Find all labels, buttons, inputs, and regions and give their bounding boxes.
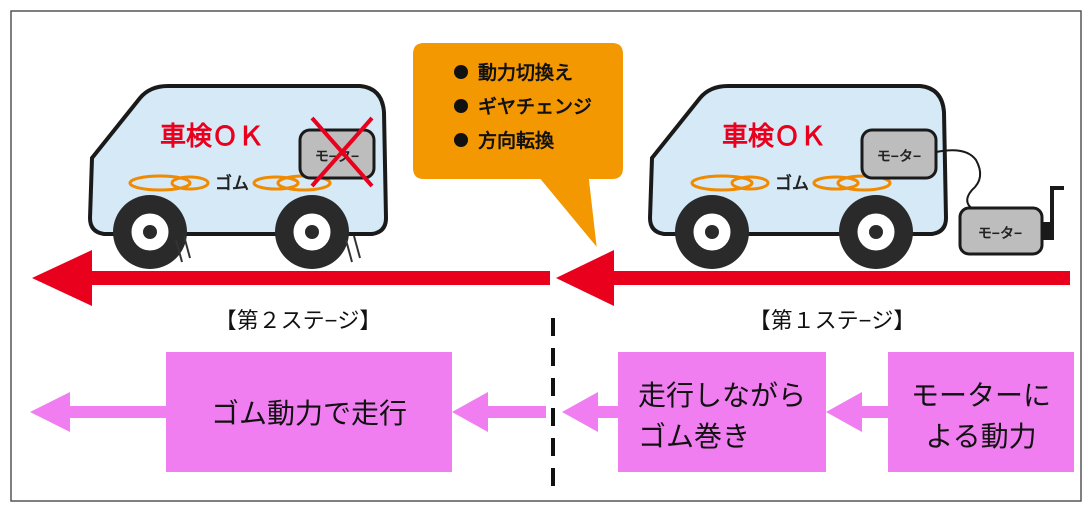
external-motor-label: モ−タ− (978, 225, 1022, 241)
right-car-inspection-label: 車検ＯＫ (722, 121, 826, 151)
right-car-motor-label: モ−タ− (877, 148, 921, 164)
flow-box-motor-power-line1: モーターに (911, 380, 1051, 411)
flow-box-wind-rubber-line2: ゴム巻き (638, 421, 750, 452)
callout-item-2: ギヤチェンジ (478, 96, 592, 118)
stage2-label: 【第２ステ−ジ】 (215, 308, 382, 333)
flow-box-rubber-drive (166, 352, 452, 472)
bullet-icon (454, 133, 468, 147)
left-car-rubber-band: ゴム (128, 173, 332, 193)
motion-lines (175, 235, 361, 263)
right-car: 車検ＯＫ ゴム モ−タ− モ−タ− (647, 84, 1064, 269)
callout-item-3: 方向転換 (478, 129, 555, 152)
callout-box: 動力切換え ギヤチェンジ 方向転換 (411, 41, 625, 254)
left-car-motor: モ−タ− (298, 116, 376, 188)
bullet-icon (454, 65, 468, 79)
stage1-arrow (556, 250, 1070, 306)
left-car-inspection-label: 車検ＯＫ (160, 121, 264, 151)
motor-cable (935, 149, 993, 215)
flow-box-motor-power-line2: よる動力 (925, 421, 1036, 452)
flow-box-wind-rubber-line1: 走行しながら (638, 380, 806, 411)
bullet-icon (454, 99, 468, 113)
flow-box-rubber-drive-label: ゴム動力で走行 (211, 398, 407, 429)
flow-box-wind-rubber (618, 352, 826, 472)
flow-arrow-1 (30, 392, 166, 432)
external-motor: モ−タ− (958, 186, 1064, 256)
left-car-rear-wheel (113, 195, 187, 269)
callout-item-1: 動力切換え (478, 61, 573, 84)
flow-arrow-2 (452, 392, 546, 432)
flow-arrow-3 (562, 392, 618, 432)
frame (10, 10, 1082, 502)
left-car: 車検ＯＫ ゴム モ−タ− (87, 84, 389, 269)
left-car-front-wheel (275, 195, 349, 269)
right-car-front-wheel (839, 195, 913, 269)
right-car-rear-wheel (675, 195, 749, 269)
stage1-label: 【第１ステ−ジ】 (749, 308, 916, 333)
right-car-rubber-band: ゴム (690, 173, 892, 193)
left-car-band-label: ゴム (215, 173, 249, 193)
right-car-motor: モ−タ− (860, 128, 938, 180)
right-car-band-label: ゴム (775, 173, 809, 193)
flow-box-motor-power (888, 352, 1074, 472)
flow-arrow-4 (826, 392, 888, 432)
stage2-arrow (32, 250, 550, 306)
